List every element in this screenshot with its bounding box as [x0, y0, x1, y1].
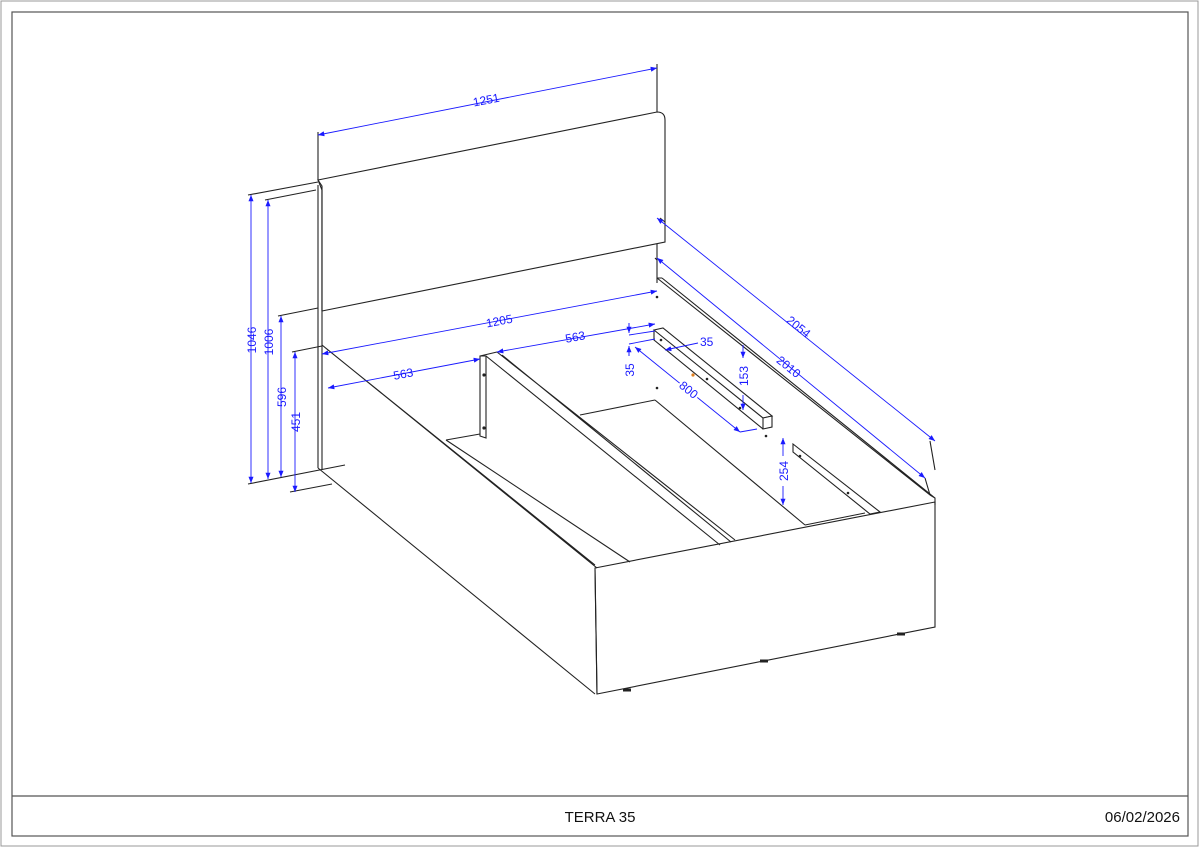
dim-headboard-lower-edge: 596: [275, 387, 289, 407]
drawing-date: 06/02/2026: [1105, 809, 1180, 826]
dim-total-height: 1046: [245, 326, 259, 353]
dim-headboard-height: 1006: [262, 328, 276, 355]
bed-geometry: [247, 64, 936, 695]
dim-slat-support-height: 35: [623, 363, 637, 377]
dim-inner-length: 2010: [774, 353, 804, 381]
dim-left-compartment: 563: [392, 365, 415, 383]
dim-slat-support-length: 800: [676, 378, 701, 402]
product-name: TERRA 35: [565, 809, 636, 826]
dim-headboard-width: 1251: [472, 91, 501, 110]
dim-side-support-height: 254: [777, 461, 791, 481]
dim-right-compartment: 563: [564, 328, 587, 346]
dim-frame-height: 451: [289, 412, 303, 432]
drawing-frame: [11, 11, 1189, 837]
dim-slat-support-offset: 153: [737, 366, 751, 386]
dim-inner-width: 1205: [485, 312, 514, 331]
dim-overall-length: 2054: [784, 313, 814, 341]
dim-slat-support-width: 35: [700, 335, 714, 349]
